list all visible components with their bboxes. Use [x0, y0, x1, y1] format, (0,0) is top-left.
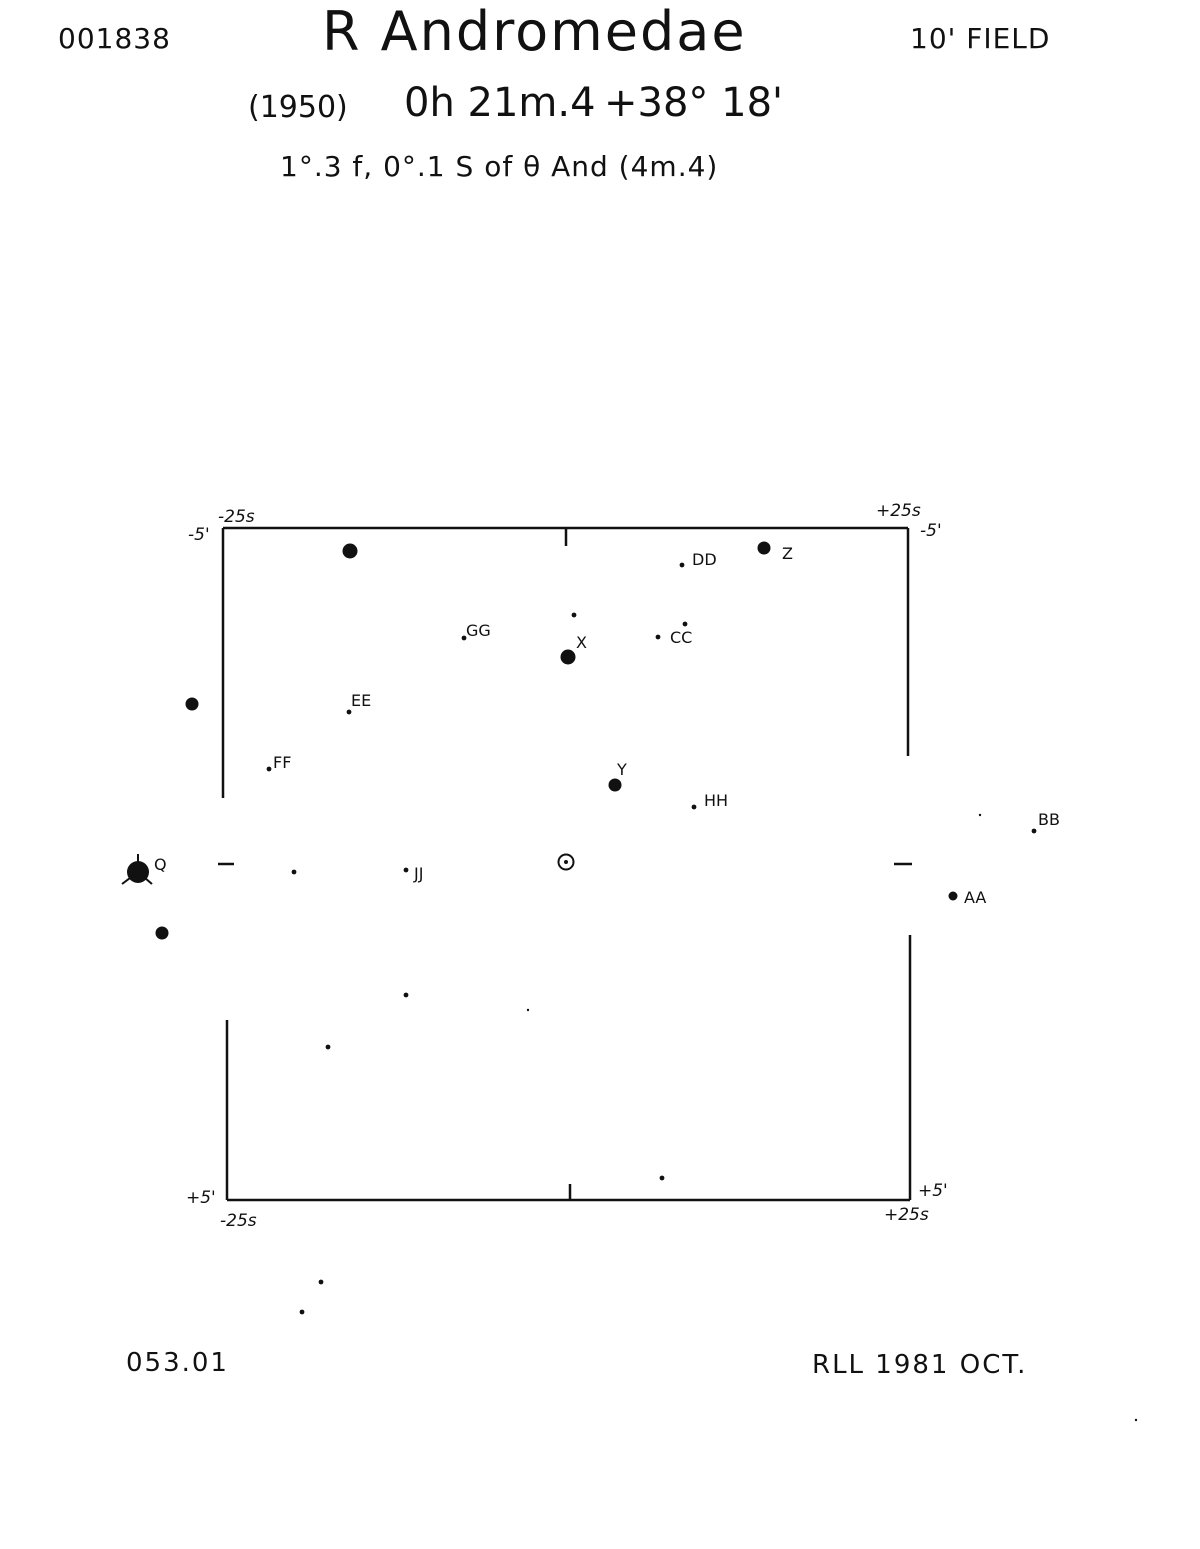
star-hh: [691, 804, 697, 810]
field-star: [571, 612, 577, 618]
field-star: [325, 1044, 331, 1050]
field-star: [682, 621, 688, 627]
star-label-jj: JJ: [413, 864, 423, 883]
chart-id: 001838: [58, 22, 171, 55]
field-size: 10' FIELD: [910, 22, 1051, 55]
top-left-dec-label: -5': [188, 525, 210, 545]
chart-frame: [218, 526, 912, 1202]
field-star: [299, 1309, 305, 1315]
star-name-title: R Andromedae: [322, 0, 747, 63]
declination: +38° 18': [604, 80, 784, 126]
star-label-hh: HH: [704, 791, 728, 810]
field-star: [526, 1008, 530, 1012]
epoch: (1950): [248, 90, 348, 125]
credit-line: RLL 1981 OCT.: [812, 1350, 1028, 1380]
variable-star-marker: [557, 853, 575, 871]
bottom-right-dec-label: +5': [918, 1181, 948, 1201]
field-star: [1134, 1418, 1138, 1422]
star-label-q: Q: [154, 855, 167, 874]
chart-number: 053.01: [126, 1348, 229, 1378]
star-ee: [346, 709, 352, 715]
star-bb: [1031, 828, 1037, 834]
field-star: [185, 697, 199, 711]
star-label-y: Y: [616, 760, 627, 779]
star-x: [560, 649, 576, 665]
star-label-cc: CC: [670, 628, 692, 647]
field-star: [318, 1279, 324, 1285]
bottom-left-dec-label: +5': [186, 1188, 216, 1208]
star-label-ee: EE: [351, 691, 371, 710]
field-star: [403, 992, 409, 998]
field-star: [291, 869, 297, 875]
star-jj: [403, 867, 409, 873]
top-left-ra-label: -25s: [218, 507, 255, 527]
star-dd: [679, 562, 685, 568]
star-field: Z DD GG X CC EE FF Y HH BB Q JJ AA: [121, 541, 1138, 1422]
star-label-ff: FF: [273, 753, 291, 772]
star-aa: [948, 891, 958, 901]
star-label-dd: DD: [692, 550, 717, 569]
top-right-dec-label: -5': [920, 521, 942, 541]
star-label-aa: AA: [964, 888, 986, 907]
star-spike: [121, 871, 139, 885]
star-gg: [461, 635, 467, 641]
star-z: [757, 541, 771, 555]
star-label-x: X: [576, 633, 587, 652]
field-star: [659, 1175, 665, 1181]
star-ff: [266, 766, 272, 772]
bottom-right-ra-label: +25s: [884, 1205, 929, 1225]
star-cc: [655, 634, 661, 640]
bottom-left-ra-label: -25s: [220, 1211, 257, 1231]
star-spike: [137, 871, 153, 885]
top-right-ra-label: +25s: [876, 501, 921, 521]
star-label-bb: BB: [1038, 810, 1060, 829]
field-star: [978, 813, 982, 817]
star-y: [608, 778, 622, 792]
field-star: [342, 543, 358, 559]
right-ascension: 0h 21m.4: [404, 80, 596, 126]
offset-note: 1°.3 f, 0°.1 S of θ And (4m.4): [280, 150, 719, 183]
field-star: [155, 926, 169, 940]
star-label-z: Z: [782, 544, 793, 563]
star-label-gg: GG: [466, 621, 491, 640]
